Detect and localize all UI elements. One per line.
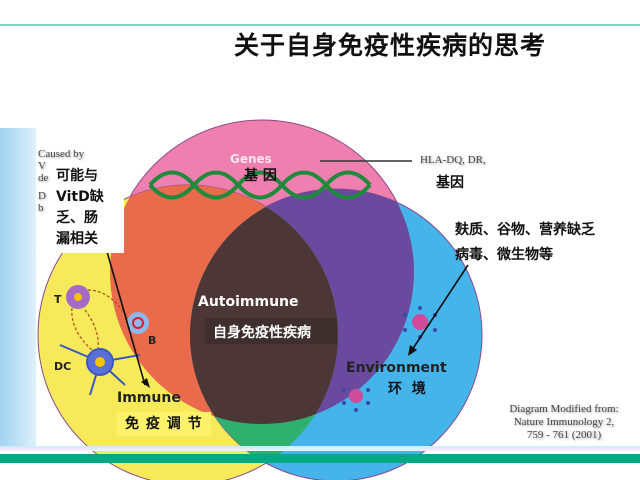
note-line: de [38,172,49,184]
environment-pointer-arrow [411,264,469,351]
genes-note-en: HLA-DQ, DR, [420,154,486,166]
bottom-bar [0,454,640,463]
diagram-credit: Diagram Modified from: Nature Immunology… [490,403,638,442]
dendritic-cell-icon [59,344,141,396]
genes-note-cn: 基因 [436,175,464,191]
arrowhead-icon [141,378,150,388]
note-line: 漏相关 [56,231,98,247]
note-line: D [38,190,46,202]
bottom-divider [0,446,640,451]
note-line: VitD缺 [56,189,104,205]
note-line: V [38,160,46,172]
autoimmune-cn-box [205,318,337,344]
immune-label-cn: 免 疫 调 节 [117,412,211,436]
t-cell-label: T [54,293,62,306]
immune-label-en: Immune [117,390,181,406]
b-cell-label: B [148,334,156,347]
credit-line: Nature Immunology 2, [513,416,615,428]
autoimmune-label-en: Autoimmune [198,294,299,310]
dna-helix-icon [148,170,372,200]
left-note-cn: 可能与 VitD缺 乏、肠 漏相关 [52,163,124,253]
b-cell-icon [127,312,149,334]
top-divider [0,24,640,26]
note-line: 麸质、谷物、营养缺乏 [455,222,595,238]
genes-label-cn: 基 因 [244,168,277,184]
dc-label: DC [54,360,71,373]
virus-icon [403,306,437,339]
note-line: 可能与 [56,168,98,184]
autoimmune-center [190,189,338,424]
credit-line: Diagram Modified from: [509,403,619,415]
environment-note-cn: 麸质、谷物、营养缺乏 病毒、微生物等 [455,218,595,268]
genes-label-en: Genes [230,152,272,166]
t-cell-icon [66,285,90,309]
microbe-icon [342,388,370,412]
arrowhead-icon [408,345,417,356]
left-decor-strip [0,128,36,450]
autoimmune-label-cn: 自身免疫性疾病 [213,324,311,341]
note-line: 乏、肠 [56,210,98,226]
note-line: Caused by [38,148,85,160]
credit-line: 759 - 761 (2001) [526,429,602,441]
note-line: b [38,202,44,214]
note-line: 病毒、微生物等 [455,247,553,263]
environment-label-cn: 环 境 [388,380,426,397]
slide-title: 关于自身免疫性疾病的思考 [233,31,546,60]
environment-label-en: Environment [346,360,447,376]
left-note-en: Caused by V de D b [38,148,84,214]
